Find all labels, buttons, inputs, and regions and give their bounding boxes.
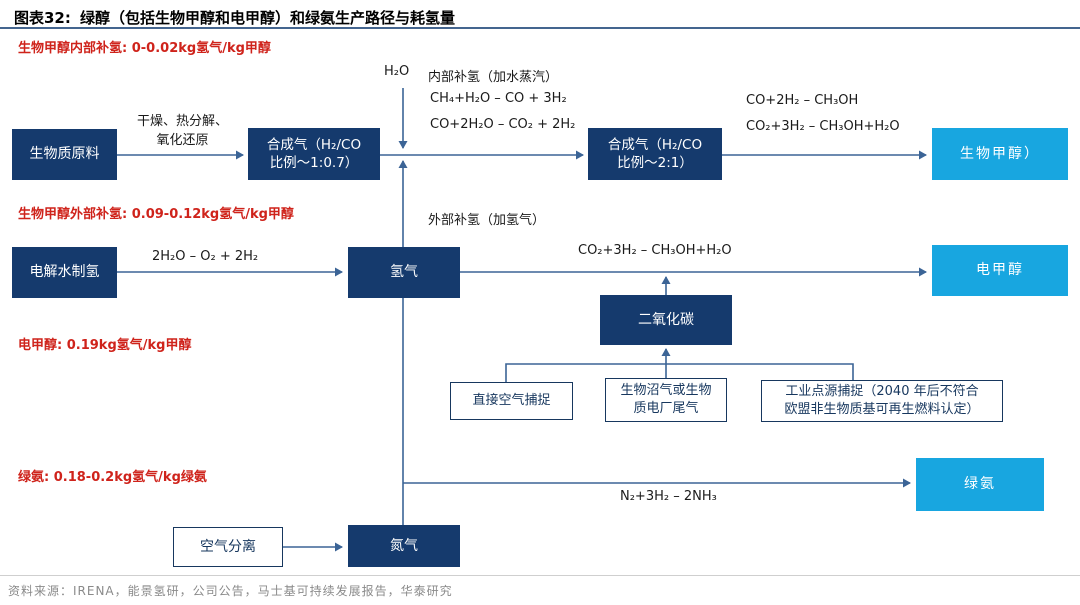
node-air-separation-label: 空气分离 xyxy=(200,538,256,555)
node-biomass-label: 生物质原料 xyxy=(29,146,100,163)
node-industrial-capture: 工业点源捕捉（2040 年后不符合 欧盟非生物质基可再生燃料认定） xyxy=(761,380,1003,422)
note-e-methanol: 电甲醇: 0.19kg氢气/kg甲醇 xyxy=(18,338,192,353)
source-note: 资料来源：IRENA，能景氢研，公司公告，马士基可持续发展报告，华泰研究 xyxy=(8,584,453,598)
node-electrolysis: 电解水制氢 xyxy=(12,247,117,298)
node-nitrogen-label: 氮气 xyxy=(390,537,418,554)
node-co2-label: 二氧化碳 xyxy=(638,311,694,328)
node-direct-air-capture: 直接空气捕捉 xyxy=(450,382,573,420)
node-syngas1-line1: 合成气（H₂/CO xyxy=(266,136,362,153)
node-bio-methanol-label: 生物甲醇） xyxy=(960,145,1040,162)
node-syngas2-line2: 比例～2:1） xyxy=(617,155,693,171)
node-syngas1-line2: 比例～1:0.7） xyxy=(269,155,359,171)
node-syngas2-line1: 合成气（H₂/CO xyxy=(607,136,703,153)
label-reform-eq2: CO+2H₂O – CO₂ + 2H₂ xyxy=(430,117,576,132)
node-hydrogen-label: 氢气 xyxy=(390,264,418,281)
title-divider xyxy=(0,27,1080,29)
node-syngas2: 合成气（H₂/CO 比例～2:1） xyxy=(588,128,722,180)
node-biogas-line1: 生物沼气或生物 xyxy=(620,383,712,399)
node-e-methanol: 电甲醇 xyxy=(932,245,1068,296)
node-syngas1: 合成气（H₂/CO 比例～1:0.7） xyxy=(248,128,380,180)
label-electrolysis-eq: 2H₂O – O₂ + 2H₂ xyxy=(152,249,259,264)
node-co2: 二氧化碳 xyxy=(600,295,732,345)
node-electrolysis-label: 电解水制氢 xyxy=(29,264,100,281)
label-external-supp: 外部补氢（加氢气） xyxy=(428,213,546,228)
node-air-separation: 空气分离 xyxy=(173,527,283,567)
node-bio-methanol: 生物甲醇） xyxy=(932,128,1068,180)
node-dac-label: 直接空气捕捉 xyxy=(472,393,551,409)
label-meoh-eq1: CO+2H₂ – CH₃OH xyxy=(746,93,859,108)
node-hydrogen: 氢气 xyxy=(348,247,460,298)
footer-divider xyxy=(0,575,1080,576)
node-nitrogen: 氮气 xyxy=(348,525,460,567)
node-green-ammonia-label: 绿氨 xyxy=(964,476,996,493)
node-biogas-source: 生物沼气或生物 质电厂尾气 xyxy=(605,378,727,422)
label-h2o: H₂O xyxy=(384,64,410,79)
label-pretreatment-line1: 干燥、热分解、 xyxy=(136,114,228,129)
node-green-ammonia: 绿氨 xyxy=(916,458,1044,511)
node-e-methanol-label: 电甲醇 xyxy=(976,262,1024,279)
label-ammonia-eq: N₂+3H₂ – 2NH₃ xyxy=(620,489,717,504)
note-bio-internal: 生物甲醇内部补氢: 0-0.02kg氢气/kg甲醇 xyxy=(18,41,271,56)
note-bio-external: 生物甲醇外部补氢: 0.09-0.12kg氢气/kg甲醇 xyxy=(18,207,294,222)
label-pretreatment-line2: 氧化还原 xyxy=(156,133,209,148)
figure-title: 绿醇（包括生物甲醇和电甲醇）和绿氨生产路径与耗氢量 xyxy=(80,9,456,27)
label-co2-meoh-eq: CO₂+3H₂ – CH₃OH+H₂O xyxy=(578,243,732,258)
label-internal-supp: 内部补氢（加水蒸汽） xyxy=(428,70,559,85)
node-industrial-line1: 工业点源捕捉（2040 年后不符合 xyxy=(785,384,979,400)
label-pretreatment: 干燥、热分解、 氧化还原 xyxy=(125,110,240,148)
node-biogas-line2: 质电厂尾气 xyxy=(633,401,699,416)
note-green-ammonia: 绿氨: 0.18-0.2kg氢气/kg绿氨 xyxy=(18,470,207,485)
label-reform-eq1: CH₄+H₂O – CO + 3H₂ xyxy=(430,91,567,106)
node-industrial-line2: 欧盟非生物质基可再生燃料认定） xyxy=(784,402,980,417)
figure-number: 图表32: xyxy=(14,9,71,27)
node-biomass: 生物质原料 xyxy=(12,129,117,180)
connector-capture-sources xyxy=(505,363,854,382)
label-meoh-eq2: CO₂+3H₂ – CH₃OH+H₂O xyxy=(746,119,900,134)
